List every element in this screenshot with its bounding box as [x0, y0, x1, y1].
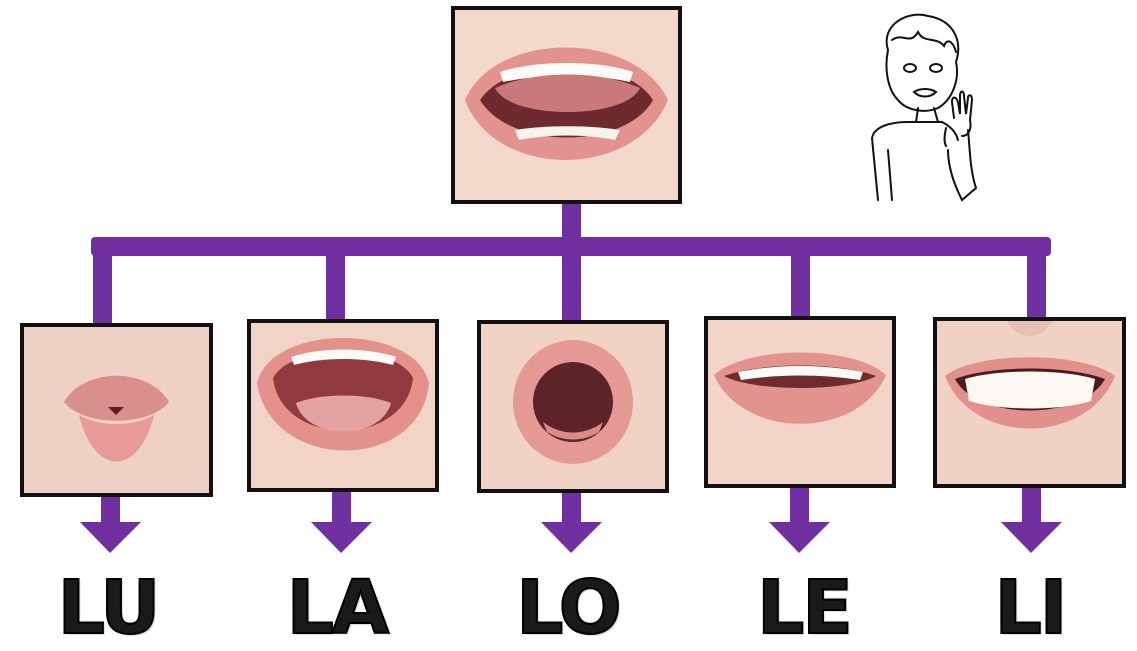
- syllable-label-lu: LU: [28, 568, 188, 648]
- wide-smile-teeth-photo: [937, 321, 1122, 484]
- syllable-label-la: LA: [257, 568, 417, 648]
- arrow-down-4: [769, 486, 830, 553]
- wide-open-mouth-photo: [251, 323, 435, 488]
- mouth-photo-le: [704, 316, 896, 488]
- arrow-down-2: [311, 490, 372, 553]
- arrow-down-5: [1001, 486, 1062, 553]
- drop-line-2: [326, 246, 345, 320]
- arrow-down-1: [80, 492, 141, 553]
- mouth-photo-lo: [477, 320, 669, 493]
- mouth-photo-la: [247, 319, 439, 492]
- mouth-photo-li: [933, 317, 1126, 488]
- drop-line-1: [93, 246, 112, 326]
- syllable-label-li: LI: [950, 568, 1110, 648]
- syllable-label-le: LE: [724, 568, 884, 648]
- signer-illustration: [858, 10, 978, 206]
- drop-line-3: [562, 246, 581, 322]
- mouth-photo-lu: [20, 323, 213, 497]
- syllable-label-lo: LO: [488, 568, 648, 648]
- root-mouth-photo: [451, 6, 682, 204]
- drop-line-5: [1027, 246, 1046, 318]
- rounded-pursed-lips-photo: [24, 327, 209, 493]
- round-open-mouth-photo: [481, 324, 665, 489]
- spread-lips-photo: [708, 320, 892, 484]
- arrow-down-3: [541, 490, 602, 553]
- drop-line-4: [791, 246, 810, 316]
- sign-language-child-drawing: [858, 10, 978, 206]
- mouth-l-sound-photo: [455, 10, 678, 200]
